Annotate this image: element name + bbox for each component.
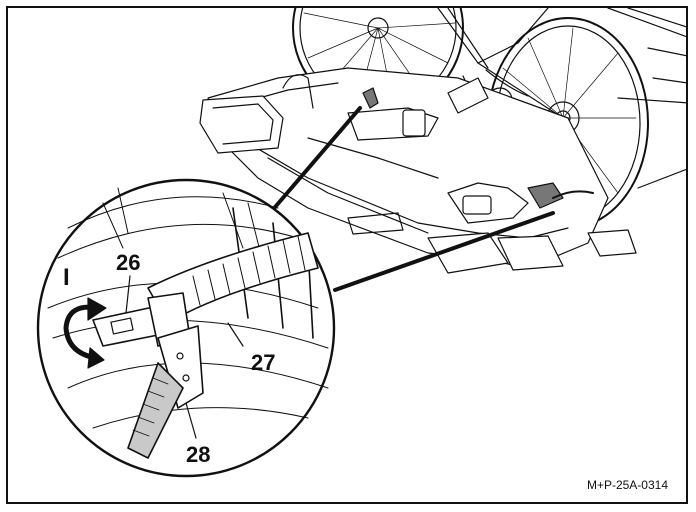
strap-27 bbox=[147, 232, 319, 324]
ratchet-lever-28 bbox=[127, 325, 204, 459]
vehicle-rear bbox=[607, 8, 686, 189]
figure-reference-code: M+P-25A-0314 bbox=[586, 478, 668, 492]
buckle-26 bbox=[92, 292, 191, 347]
bike-carrier-illustration bbox=[36, 8, 686, 478]
callout-ratchet-lever-28: 28 bbox=[186, 442, 211, 467]
rear-wheel-holder bbox=[282, 74, 489, 141]
front-wheel-holder bbox=[447, 182, 594, 224]
callout-strap-27: 27 bbox=[251, 350, 276, 375]
detail-magnifier bbox=[36, 178, 336, 478]
callout-direction-I: I bbox=[63, 264, 70, 291]
callout-buckle-26: 26 bbox=[116, 250, 141, 275]
illustration-frame: 26 27 28 I M+P-25A-0314 bbox=[6, 6, 688, 504]
rotation-direction-arrow bbox=[63, 297, 107, 369]
magnifier-connector-lines bbox=[268, 106, 555, 292]
